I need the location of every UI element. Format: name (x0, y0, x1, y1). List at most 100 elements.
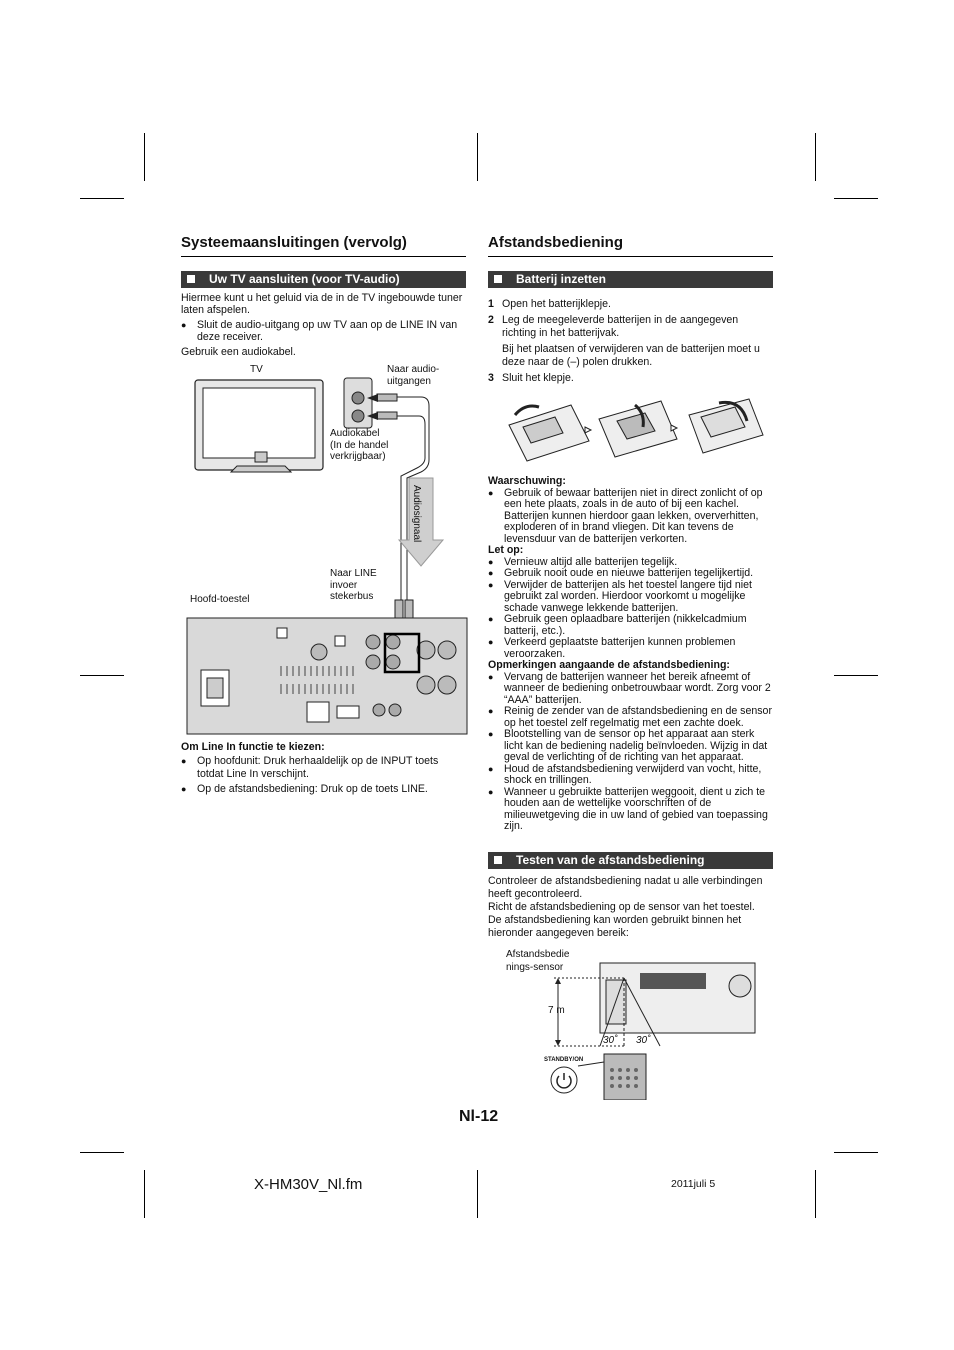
sensor-label-line2: nings-sensor (506, 962, 564, 973)
remark-bullet: Houd de afstandsbediening verwijderd van… (488, 763, 774, 787)
square-bullet-icon (187, 275, 195, 283)
left-bullet: Sluit de audio-uitgang op uw TV aan op d… (181, 319, 466, 344)
crop-mark (834, 198, 878, 199)
test-text: Controleer de afstandsbediening nadat u … (488, 875, 763, 939)
step-text: Sluit het klepje. (502, 372, 574, 385)
remark-bullet: Blootstelling van de sensor op het appar… (488, 728, 774, 764)
remark-bullet: Vervang de batterijen wanneer het bereik… (488, 671, 774, 707)
note-bullet: Gebruik nooit oude en nieuwe batterijen … (488, 567, 774, 580)
angle-left-label: 30˚ (603, 1035, 618, 1046)
tv-audio-jacks (343, 377, 373, 429)
audio-cable-line2: (In de handel (330, 439, 389, 451)
note-bullet: Verkeerd geplaatste batterijen kunnen pr… (488, 636, 774, 660)
footer-filename: X-HM30V_Nl.fm (254, 1176, 363, 1193)
sensor-label-line1: Afstandsbedie (506, 949, 570, 960)
arrow-icon (555, 978, 561, 984)
test-section-bar-label: Testen van de afstandsbediening (516, 853, 705, 867)
battery-section-bar: Batterij inzetten (488, 271, 773, 288)
audio-cable-label: Audiokabel (In de handel verkrijgbaar) (330, 428, 388, 463)
step-number: 3 (488, 372, 494, 385)
left-title-rule (181, 256, 466, 257)
remote-illustration (603, 1053, 647, 1100)
remarks-title: Opmerkingen aangaande de afstandsbedieni… (488, 659, 730, 671)
tv-connection-diagram (186, 377, 468, 735)
remark-bullet: Wanneer u gebruikte batterijen weggooit,… (488, 786, 774, 833)
warning-bullet: Gebruik of bewaar batterijen niet in dir… (488, 487, 774, 546)
remark-bullet: Reinig de zender van de afstandsbedienin… (488, 705, 774, 729)
warning-title: Waarschuwing: (488, 475, 566, 487)
test-section-bar: Testen van de afstandsbediening (488, 852, 773, 869)
step: 3 Sluit het klepje. (488, 372, 774, 384)
step: 1 Open het batterijklepje. (488, 298, 774, 310)
audio-cable-line1: Audiokabel (330, 428, 380, 439)
audio-signal-label: Audiosignaal (411, 485, 422, 543)
square-bullet-icon (494, 856, 502, 864)
line-in-bullet: Op hoofdunit: Druk herhaaldelijk op de I… (181, 755, 466, 780)
crop-mark (477, 1170, 478, 1218)
crop-mark (144, 1170, 145, 1218)
remote-range-diagram (550, 962, 756, 1100)
tv-label: TV (250, 364, 263, 375)
left-section-title: Systeemaansluitingen (vervolg) (181, 234, 407, 251)
battery-section-bar-label: Batterij inzetten (516, 272, 607, 286)
audio-cable (376, 393, 430, 660)
step: 2 Leg de meegeleverde batterijen in de aa… (488, 314, 774, 339)
main-unit-label: Hoofd-toestel (190, 594, 250, 605)
sensor-label: Afstandsbedie nings-sensor (506, 948, 569, 974)
tv-illustration (194, 379, 324, 473)
crop-mark (477, 133, 478, 181)
note-bullet: Verwijder de batterijen als het toestel … (488, 579, 774, 615)
step: Bij het plaatsen of verwijderen van de b… (488, 343, 774, 368)
curved-arrow-icon (718, 400, 749, 422)
step-number: 2 (488, 314, 494, 327)
crop-mark (815, 1170, 816, 1218)
left-section-bar: Uw TV aansluiten (voor TV-audio) (181, 271, 466, 288)
arrow-icon (367, 394, 378, 402)
curved-arrow-icon (634, 403, 645, 428)
to-audio-out-line1: Naar audio- (387, 364, 440, 375)
audio-cable-line3: verkrijgbaar) (330, 451, 386, 462)
footer-date: 2011juli 5 (671, 1178, 716, 1190)
page-number: Nl-12 (459, 1108, 499, 1125)
step-text: Open het batterijklepje. (502, 298, 611, 310)
line-in-line3: stekerbus (330, 591, 374, 602)
step-number: 1 (488, 298, 494, 310)
crop-mark (144, 133, 145, 181)
note-bullet: Gebruik geen oplaadbare batterijen (nikk… (488, 613, 774, 637)
signal-arrow-icon (397, 477, 445, 567)
arrow-icon (367, 412, 378, 420)
battery-steps: 1 Open het batterijklepje. 2 Leg de meegel… (488, 298, 774, 384)
line-in-line2: invoer (330, 579, 358, 591)
to-audio-out-line2: uitgangen (387, 375, 431, 387)
curved-arrow-icon (513, 404, 540, 416)
unit-front-illustration (599, 962, 756, 1034)
arrow-icon (670, 424, 679, 432)
distance-label: 7 m (548, 1005, 565, 1016)
standby-label: STANDBY/ON (544, 1057, 584, 1063)
battery-insertion-illustration (508, 398, 764, 462)
to-audio-out-label: Naar audio- uitgangen (387, 364, 439, 387)
crop-mark (80, 675, 124, 676)
left-section-bar-label: Uw TV aansluiten (voor TV-audio) (209, 272, 400, 286)
square-bullet-icon (494, 275, 502, 283)
step-text: Leg de meegeleverde batterijen in de aan… (502, 314, 739, 339)
arrow-icon (584, 426, 593, 434)
arrow-icon (555, 1040, 561, 1046)
warnings-block: Waarschuwing: Gebruik of bewaar batterij… (488, 475, 774, 833)
main-unit-rear-panel (186, 617, 468, 735)
crop-mark (834, 1152, 878, 1153)
crop-mark (80, 198, 124, 199)
note-bullet: Vernieuw altijd alle batterijen tegelijk… (488, 556, 774, 569)
line-in-bullet: Op de afstandsbediening: Druk op de toet… (181, 783, 466, 796)
left-intro: Hiermee kunt u het geluid via de in de T… (181, 292, 463, 317)
cable-note: Gebruik een audiokabel. (181, 345, 296, 358)
left-intro-block: Hiermee kunt u het geluid via de in de T… (181, 292, 466, 358)
step-text: Bij het plaatsen of verwijderen van de b… (502, 343, 760, 368)
line-in-label: Naar LINE invoer stekerbus (330, 568, 377, 603)
right-section-title: Afstandsbediening (488, 234, 624, 251)
line-in-instructions: Om Line In functie te kiezen: Op hoofdun… (181, 741, 466, 796)
crop-mark (815, 133, 816, 181)
line-in-title: Om Line In functie te kiezen: (181, 741, 325, 753)
crop-mark (80, 1152, 124, 1153)
line-in-line1: Naar LINE (330, 568, 377, 579)
